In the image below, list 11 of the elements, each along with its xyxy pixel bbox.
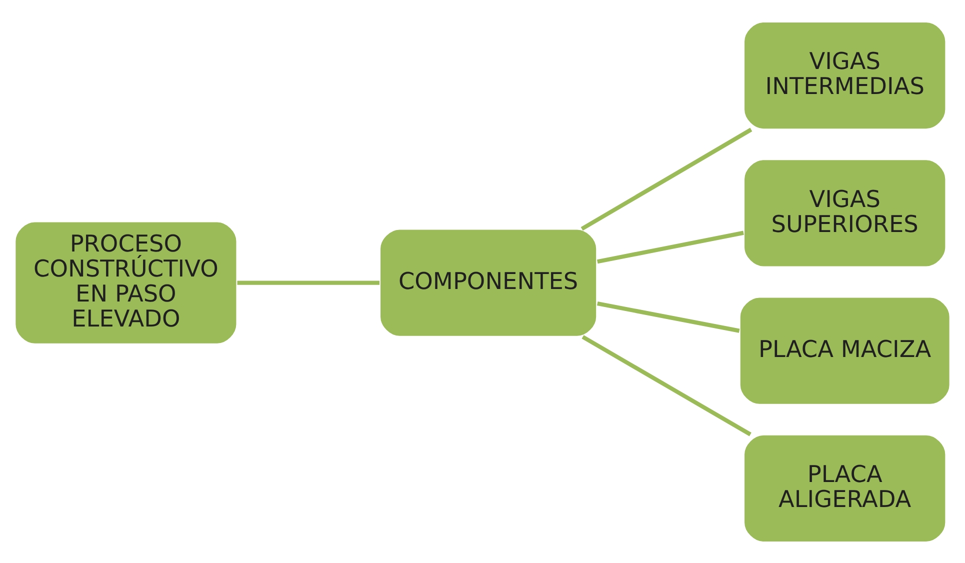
connector bbox=[596, 300, 740, 332]
connector bbox=[582, 334, 752, 436]
node-box: PLACA ALIGERADA bbox=[742, 433, 947, 543]
node-box: VIGAS SUPERIORES bbox=[742, 158, 947, 268]
connector bbox=[596, 230, 744, 264]
node-box: VIGAS INTERMEDIAS bbox=[742, 20, 947, 130]
node-box: PLACA MACIZA bbox=[738, 296, 951, 406]
connector bbox=[580, 127, 752, 230]
connector bbox=[237, 280, 380, 284]
node-box: PROCESO CONSTRÚCTIVO EN PASO ELEVADO bbox=[14, 220, 238, 345]
node-box: COMPONENTES bbox=[378, 228, 598, 338]
